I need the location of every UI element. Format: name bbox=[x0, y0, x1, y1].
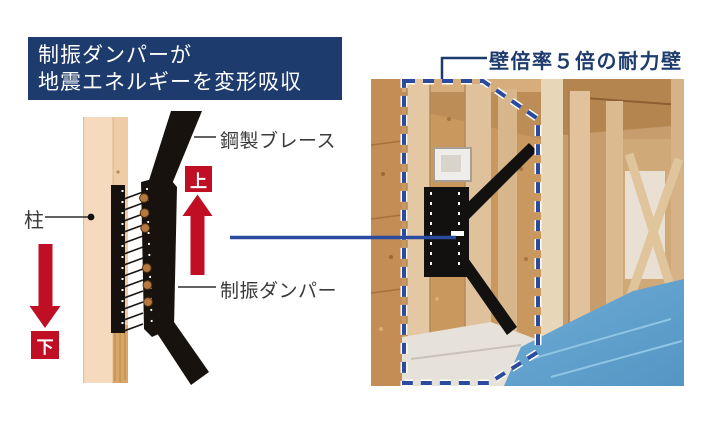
corridor bbox=[541, 79, 563, 386]
title-banner: 制振ダンパーが 地震エネルギーを変形吸収 bbox=[28, 37, 342, 100]
up-arrow bbox=[182, 194, 213, 275]
up-direction-chip: 上 bbox=[185, 166, 212, 192]
down-arrow-label: 下 bbox=[36, 337, 54, 358]
banner-line-2: 地震エネルギーを変形吸収 bbox=[38, 70, 302, 94]
leader-lines bbox=[45, 136, 216, 288]
stud bbox=[569, 91, 590, 331]
stud bbox=[671, 79, 684, 334]
stud bbox=[606, 101, 623, 339]
wall-caption: 壁倍率５倍の耐力壁 bbox=[489, 49, 683, 73]
steel-brace-label: 鋼製ブレース bbox=[220, 130, 337, 152]
pillar-graphic bbox=[82, 117, 128, 383]
osb-panel-left bbox=[371, 79, 402, 386]
damper-graphic bbox=[111, 175, 177, 337]
damper-label: 制振ダンパー bbox=[220, 280, 338, 302]
down-arrow bbox=[29, 244, 61, 328]
steel-brace-bottom bbox=[149, 312, 209, 385]
down-direction-chip: 下 bbox=[31, 331, 59, 359]
photo-damper bbox=[424, 143, 537, 335]
leader-dot bbox=[87, 213, 95, 221]
photo-scene bbox=[371, 79, 684, 386]
caption-connector bbox=[440, 56, 487, 79]
banner-line-1: 制振ダンパーが bbox=[38, 43, 192, 67]
pillar-label: 柱 bbox=[24, 208, 45, 232]
dashed-highlight-box bbox=[400, 79, 542, 386]
blue-floor bbox=[504, 279, 684, 386]
stud bbox=[407, 79, 430, 386]
rivets bbox=[139, 193, 153, 307]
bay-floor bbox=[402, 322, 541, 386]
up-arrow-label: 上 bbox=[190, 171, 207, 192]
construction-photo bbox=[371, 79, 684, 386]
